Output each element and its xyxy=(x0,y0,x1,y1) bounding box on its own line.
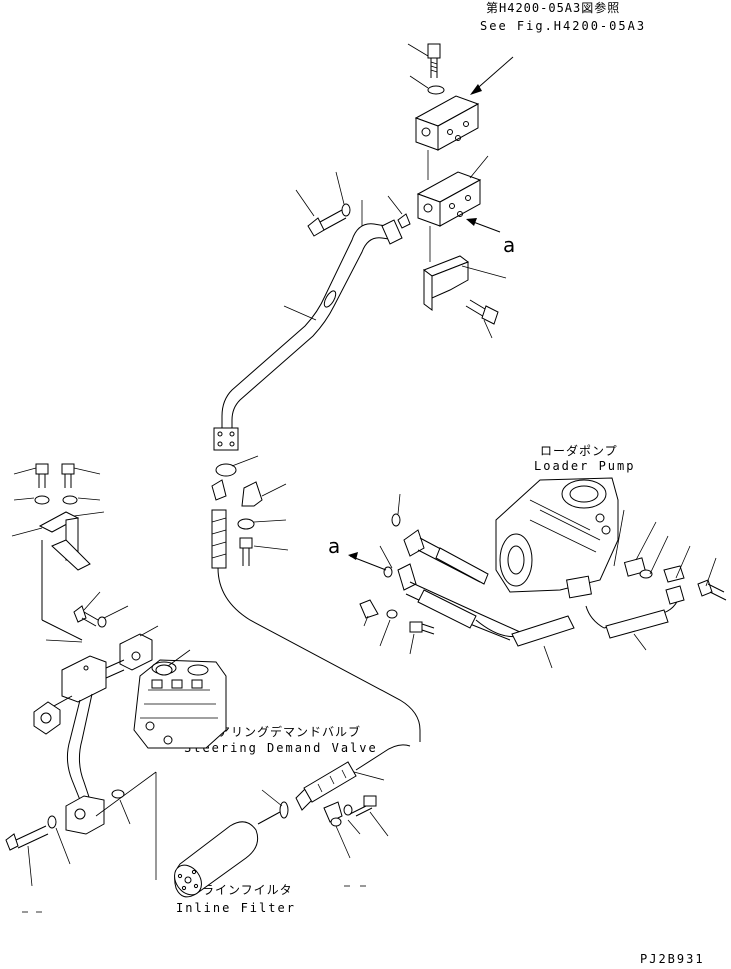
reference-label-en: See Fig.H4200-05A3 xyxy=(480,19,646,33)
steering-demand-valve xyxy=(133,659,227,749)
bracket-bolt xyxy=(465,299,499,325)
upper-hydraulic-pipe xyxy=(213,219,403,451)
steering-valve-label-en: Steering Demand Valve xyxy=(184,741,378,755)
loader-pump xyxy=(495,477,619,599)
inline-filter xyxy=(174,789,289,898)
upper-pipe-bolt xyxy=(295,171,411,237)
valve-fittings xyxy=(73,591,191,676)
view-marker-a-left: a xyxy=(328,534,340,558)
left-bracket-assembly xyxy=(11,463,105,641)
reference-label-jp: 第H4200-05A3図参照 xyxy=(486,0,620,15)
valve-bracket xyxy=(422,255,470,311)
upper-valve-block xyxy=(414,95,480,151)
o-ring xyxy=(215,463,237,477)
upper-valve-stack xyxy=(407,43,514,339)
inline-filter-label-en: Inline Filter xyxy=(176,901,296,915)
view-marker-a-upper: a xyxy=(503,233,515,257)
top-washer xyxy=(427,85,445,95)
left-hydraulic-pipe xyxy=(5,639,157,913)
center-hose-assembly xyxy=(211,455,421,742)
pump-hoses xyxy=(348,493,727,669)
drawing-number: PJ2B931 xyxy=(640,952,705,966)
lower-right-hose xyxy=(295,744,411,887)
steering-valve-label-jp: ステアリングデマンドバルブ xyxy=(192,724,361,739)
loader-pump-label-jp: ローダポンプ xyxy=(540,443,618,458)
lower-valve-block xyxy=(416,171,482,227)
top-bolt xyxy=(427,43,441,78)
loader-pump-label-en: Loader Pump xyxy=(534,459,635,473)
